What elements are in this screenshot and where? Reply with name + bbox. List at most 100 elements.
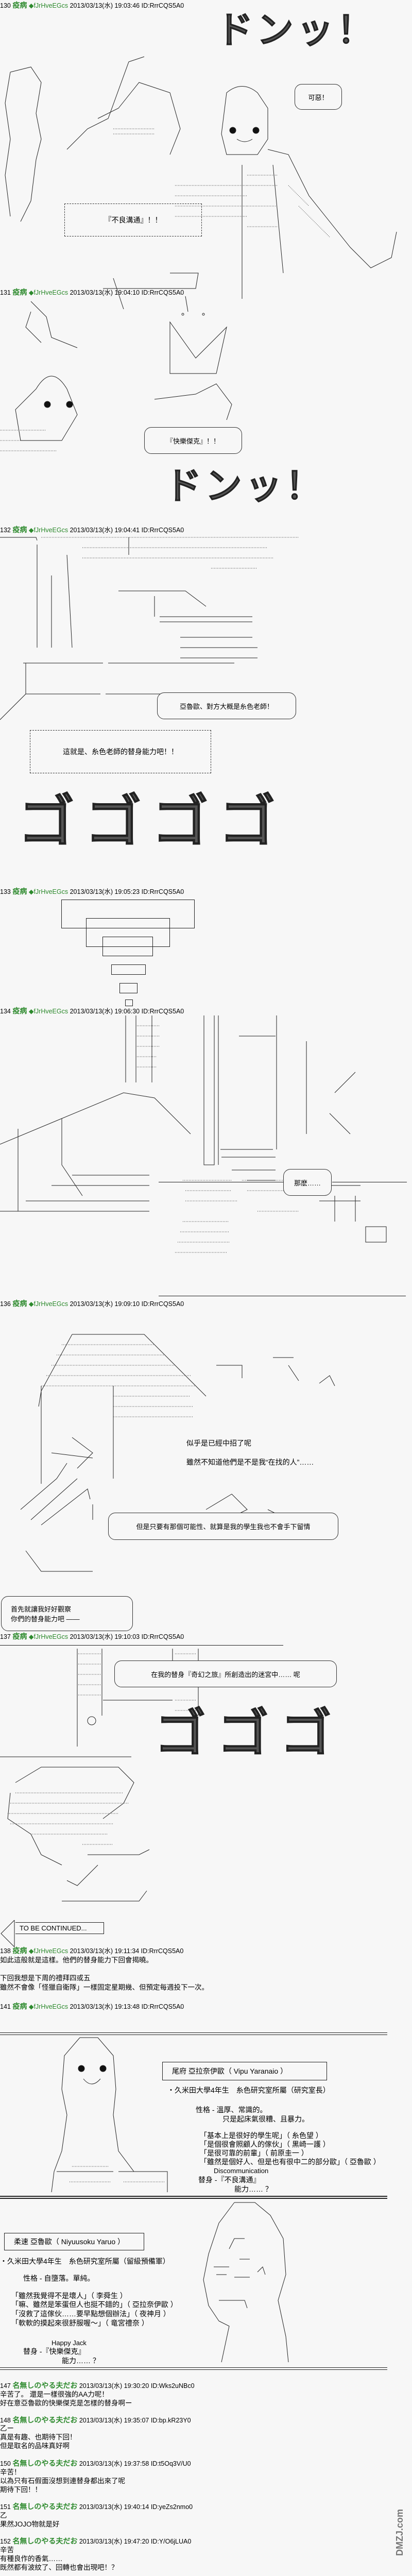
poster-trip: ◆fJrHveEGcs	[28, 2, 68, 9]
stand-name-en: Discommunication	[214, 2167, 269, 2175]
poster-name[interactable]: 名無しのやる夫だお	[12, 2537, 78, 2545]
poster-name[interactable]: 名無しのやる夫だお	[12, 2416, 78, 2424]
comment-header: 151 名無しのやる夫だお 2013/03/13(水) 19:40:14 ID:…	[0, 2503, 193, 2511]
poster-trip: ◆fJrHveEGcs	[28, 289, 68, 296]
poster-name[interactable]: 名無しのやる夫だお	[12, 2459, 78, 2467]
comment-line: 有種良作的香氣……	[0, 2555, 63, 2563]
post-number: 147	[0, 2382, 11, 2389]
double-divider	[0, 2196, 387, 2198]
double-divider	[0, 2196, 387, 2199]
poster-trip: ◆fJrHveEGcs	[28, 527, 68, 534]
comment-line: 辛苦！	[0, 2468, 21, 2476]
comment-header: 150 名無しのやる夫だお 2013/03/13(水) 19:37:58 ID:…	[0, 2460, 191, 2468]
poster-name[interactable]: 疫病	[12, 1632, 27, 1640]
speech-bubble: 那麽……	[283, 1169, 332, 1196]
speech-bubble: 可惡！	[295, 84, 342, 110]
post-number: 148	[0, 2417, 11, 2424]
double-divider	[0, 2032, 387, 2035]
post-date: 2013/03/13(水) 19:40:14 ID:yeZs2nmo0	[79, 2503, 193, 2511]
stand-name: 替身 -『快樂傑克』	[23, 2347, 85, 2355]
post-number: 151	[0, 2503, 11, 2511]
poster-name[interactable]: 名無しのやる夫だお	[12, 2381, 78, 2389]
profile-quote: 「軟軟的摸起來很舒服喔～」（ 竜宮禮奈 ）	[11, 2319, 149, 2327]
poster-name[interactable]: 疫病	[12, 1007, 27, 1015]
stand-ability: 能力…… ？	[234, 2185, 272, 2193]
speech-bubble: 在我的替身『奇幻之旅』所創造出的迷宮中…… 呢	[114, 1660, 337, 1687]
double-divider	[0, 2367, 387, 2370]
comment-line: 但是取名的品味真好啊	[0, 2442, 70, 2450]
speech-bubble: 首先就讓我好好觀察 你們的替身能力吧 ——	[1, 1596, 133, 1631]
poster-name[interactable]: 疫病	[12, 1946, 27, 1955]
profile-quote: 「雖然我覺得不是壞人」（ 李舜生 ）	[11, 2292, 127, 2300]
shout-box: 『不良溝通』！！	[64, 204, 202, 236]
comment-header: 148 名無しのやる夫だお 2013/03/13(水) 19:35:07 ID:…	[0, 2416, 191, 2425]
shout-box: 這就是、糸色老師的替身能力吧！！	[30, 730, 211, 773]
poster-name[interactable]: 疫病	[12, 2002, 27, 2010]
aa-art-teacher	[20, 1334, 335, 1572]
poster-name[interactable]: 疫病	[12, 1, 27, 9]
comment-line: 果然JOJO物就是好	[0, 2520, 60, 2528]
aa-art-building	[0, 537, 299, 720]
comment-line: 以為只有石假面沒想到連替身都出來了呢	[0, 2477, 125, 2485]
arrow-left-icon	[1, 1920, 15, 1947]
zoom-rect	[86, 918, 170, 947]
speech-line: 首先就讓我好好觀察	[11, 1605, 72, 1613]
sfx-don: ドンッ！	[164, 466, 326, 507]
zoom-rect	[111, 964, 146, 975]
stand-ability: 能力…… ？	[62, 2357, 100, 2365]
post-body-line: 雖然不會像「怪獵自衛隊」一樣固定星期幾、但預定每週投下一次。	[0, 1984, 209, 1991]
profile-affiliation: ・久米田大學4年生 糸色研究室所屬（留級預備軍）	[0, 2257, 170, 2265]
profile-personality: 性格 - 自墮落。單純。	[23, 2274, 95, 2282]
poster-name[interactable]: 疫病	[12, 887, 27, 895]
aa-art-standoff	[5, 56, 397, 310]
poster-name[interactable]: 名無しのやる夫だお	[12, 2502, 78, 2511]
post-date: 2013/03/13(水) 19:11:34 ID:RrrCQS5A0	[70, 1947, 184, 1955]
post-date: 2013/03/13(水) 19:04:10 ID:RrrCQS5A0	[70, 289, 184, 296]
poster-name[interactable]: 疫病	[12, 1299, 27, 1308]
stand-name-en: Happy Jack	[52, 2339, 87, 2347]
post-date: 2013/03/13(水) 19:35:07 ID:bp.kR23Y0	[79, 2417, 191, 2424]
comment-header: 147 名無しのやる夫だお 2013/03/13(水) 19:30:20 ID:…	[0, 2382, 195, 2390]
speech-bubble: 但是只要有那個可能性、就算是我的學生我也不會手下留情	[108, 1513, 338, 1540]
poster-trip: ◆fJrHveEGcs	[28, 2003, 68, 2010]
post-header: 134 疫病 ◆fJrHveEGcs 2013/03/13(水) 19:06:3…	[0, 1007, 184, 1015]
profile-quote: 「是很可靠的前輩」（ 前原圭一 ）	[200, 2149, 308, 2157]
narration-text: 雖然不知道他們是不是我“在找的人”……	[186, 1458, 314, 1466]
poster-name[interactable]: 疫病	[12, 526, 27, 534]
comment-header: 152 名無しのやる夫だお 2013/03/13(水) 19:47:20 ID:…	[0, 2537, 191, 2546]
profile-quote: 「是個很會照顧人的傢伙」（ 黒崎一護 ）	[200, 2140, 330, 2148]
post-header: 130 疫病 ◆fJrHveEGcs 2013/03/13(水) 19:03:4…	[0, 2, 184, 10]
comment-line: 真是有趣、也期待下回！	[0, 2433, 77, 2441]
poster-name[interactable]: 疫病	[12, 288, 27, 296]
comment-line: 乙	[0, 2512, 7, 2519]
aa-art-yaranaio	[51, 2037, 168, 2193]
post-number: 133	[0, 888, 11, 895]
post-date: 2013/03/13(水) 19:04:41 ID:RrrCQS5A0	[70, 527, 184, 534]
zoom-rect	[102, 937, 153, 956]
profile-name: 柔速 亞魯歐（ Niyuusoku Yaruo ）	[14, 2238, 125, 2246]
profile-quote: 「雖然是個好人、但是也有很中二的部分歐」（ 亞魯歐 ）	[200, 2158, 381, 2166]
post-number: 134	[0, 1008, 11, 1015]
aa-art-labyrinth	[0, 1649, 199, 1902]
sfx-menacing: ゴゴゴ	[154, 1705, 343, 1762]
profile-name-box: 尾府 亞拉奈伊歐（ Vipu Yaranaio ）	[162, 2062, 327, 2080]
stand-name: 替身 -『不良溝通』	[198, 2176, 261, 2184]
narration-text: 似乎是已經中招了呢	[186, 1439, 251, 1447]
post-number: 141	[0, 2003, 11, 2010]
zoom-rect	[125, 999, 133, 1006]
post-body-line: 下回我想是下周的禮拜四或五	[0, 1974, 91, 1982]
poster-trip: ◆fJrHveEGcs	[28, 1008, 68, 1015]
speech-line: 你們的替身能力吧 ——	[11, 1615, 80, 1623]
profile-personality: 只是起床氣很糟、且暴力。	[222, 2115, 309, 2123]
post-number: 130	[0, 2, 11, 9]
watermark-logo: DMZJ.com	[394, 2509, 405, 2556]
comment-line: 期待下回！！	[0, 2486, 42, 2494]
comment-line: 既然都有波紋了、回轉也會出現吧！？	[0, 2564, 118, 2571]
divider	[0, 1645, 283, 1646]
sfx-don: ドンッ！	[216, 10, 377, 51]
post-number: 136	[0, 1300, 11, 1308]
post-header: 133 疫病 ◆fJrHveEGcs 2013/03/13(水) 19:05:2…	[0, 888, 184, 896]
profile-quote: 「沒救了這傢伙……要早點想個辦法」（ 夜神月 ）	[11, 2310, 170, 2318]
post-header: 137 疫病 ◆fJrHveEGcs 2013/03/13(水) 19:10:0…	[0, 1633, 184, 1641]
post-date: 2013/03/13(水) 19:05:23 ID:RrrCQS5A0	[70, 888, 184, 895]
